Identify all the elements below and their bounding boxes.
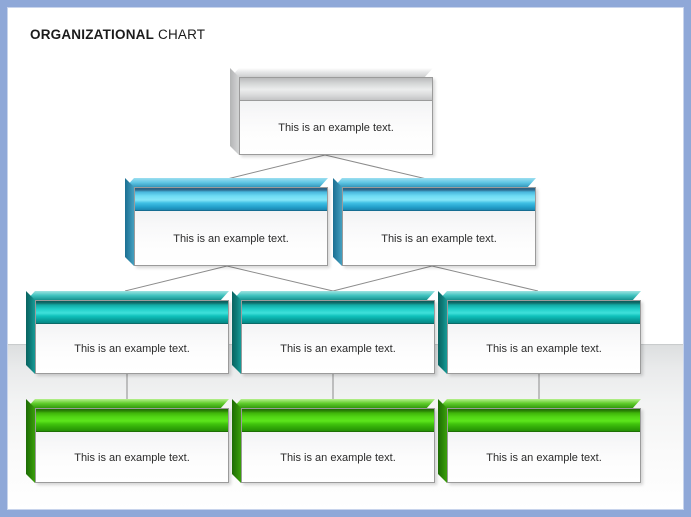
node-card: This is an example text.	[35, 408, 229, 483]
node-top-face	[333, 178, 536, 188]
org-node-n2[interactable]: This is an example text.	[125, 178, 328, 266]
node-header-bar	[242, 409, 434, 432]
node-header-bar	[36, 301, 228, 324]
node-left-face	[232, 399, 241, 483]
node-top-face	[26, 399, 229, 409]
node-left-face	[438, 291, 447, 374]
node-top-face	[232, 399, 435, 409]
node-card: This is an example text.	[447, 408, 641, 483]
org-node-n1[interactable]: This is an example text.	[230, 68, 433, 155]
page-title-regular: CHART	[154, 27, 206, 42]
node-top-face	[26, 291, 229, 301]
node-top-face	[438, 399, 641, 409]
node-card: This is an example text.	[35, 300, 229, 374]
node-label: This is an example text.	[381, 233, 497, 245]
org-node-n5[interactable]: This is an example text.	[232, 291, 435, 374]
page-title-bold: ORGANIZATIONAL	[30, 27, 155, 42]
node-card: This is an example text.	[241, 408, 435, 483]
connector-n1-n3	[324, 154, 432, 181]
node-left-face	[232, 291, 241, 374]
org-node-n8[interactable]: This is an example text.	[232, 399, 435, 483]
org-node-n3[interactable]: This is an example text.	[333, 178, 536, 266]
connector-n1-n2	[222, 154, 326, 181]
node-header-bar	[448, 301, 640, 324]
node-label: This is an example text.	[173, 233, 289, 245]
node-label: This is an example text.	[278, 122, 394, 134]
org-node-n9[interactable]: This is an example text.	[438, 399, 641, 483]
connector-n2-n4	[124, 265, 228, 292]
node-card: This is an example text.	[447, 300, 641, 374]
node-card: This is an example text.	[342, 187, 536, 266]
org-node-n4[interactable]: This is an example text.	[26, 291, 229, 374]
node-card: This is an example text.	[134, 187, 328, 266]
node-left-face	[230, 68, 239, 155]
connector-n3-n6	[431, 265, 539, 292]
node-top-face	[232, 291, 435, 301]
node-left-face	[26, 399, 35, 483]
node-header-bar	[343, 188, 535, 211]
node-header-bar	[448, 409, 640, 432]
node-label: This is an example text.	[280, 452, 396, 464]
node-left-face	[438, 399, 447, 483]
node-header-bar	[135, 188, 327, 211]
page-title: ORGANIZATIONAL CHART	[30, 27, 205, 42]
node-label: This is an example text.	[74, 343, 190, 355]
node-top-face	[125, 178, 328, 188]
node-card: This is an example text.	[239, 77, 433, 155]
node-label: This is an example text.	[486, 452, 602, 464]
node-label: This is an example text.	[280, 343, 396, 355]
node-header-bar	[242, 301, 434, 324]
node-left-face	[333, 178, 342, 266]
node-left-face	[26, 291, 35, 374]
org-node-n6[interactable]: This is an example text.	[438, 291, 641, 374]
node-card: This is an example text.	[241, 300, 435, 374]
connector-n2-n5	[226, 265, 334, 292]
node-label: This is an example text.	[74, 452, 190, 464]
connector-lines	[124, 154, 540, 400]
connector-n3-n5	[332, 265, 433, 292]
node-top-face	[230, 68, 433, 78]
org-node-n7[interactable]: This is an example text.	[26, 399, 229, 483]
node-top-face	[438, 291, 641, 301]
node-header-bar	[36, 409, 228, 432]
slide-canvas: ORGANIZATIONAL CHART	[8, 8, 683, 509]
node-header-bar	[240, 78, 432, 101]
node-label: This is an example text.	[486, 343, 602, 355]
node-left-face	[125, 178, 134, 266]
